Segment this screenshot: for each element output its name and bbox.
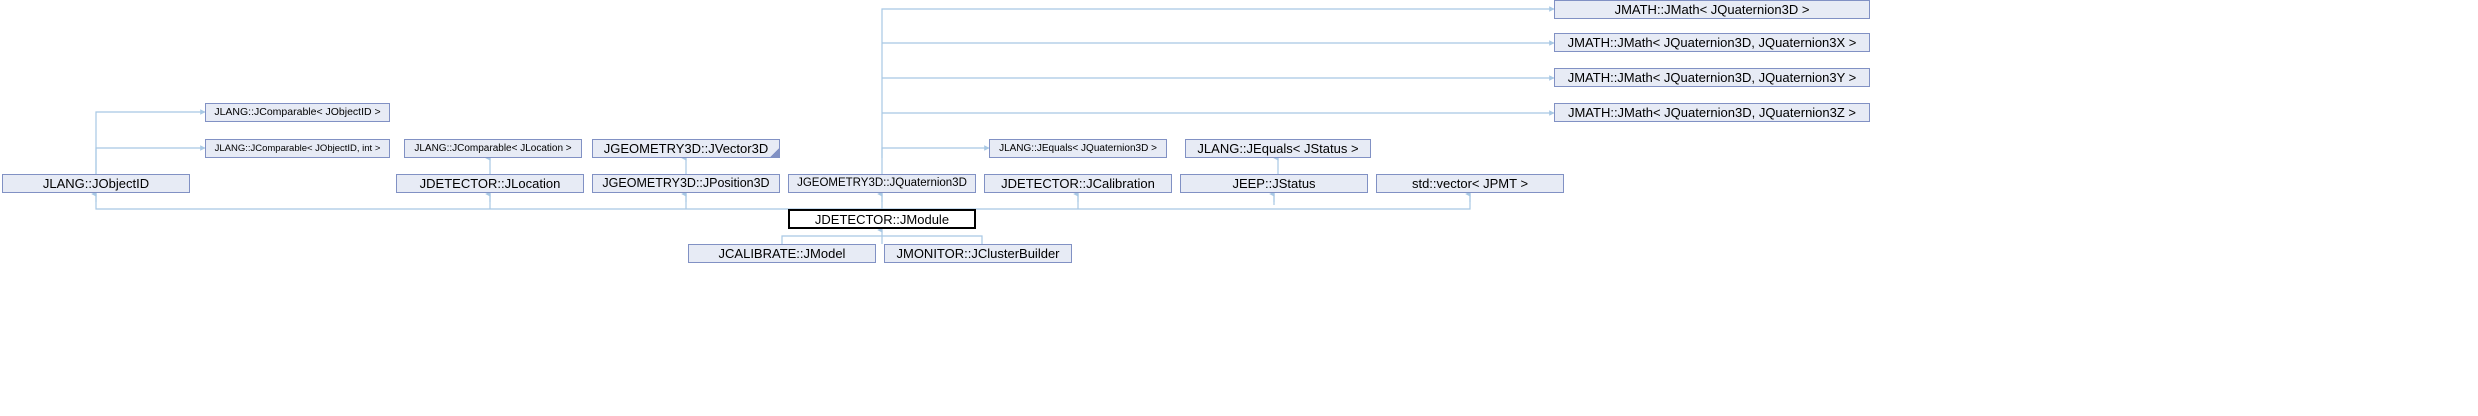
class-node-jvector3d[interactable]: JGEOMETRY3D::JVector3D [592,139,780,158]
class-node-label: JMATH::JMath< JQuaternion3D, JQuaternion… [1567,35,1857,50]
class-node-label: JDETECTOR::JCalibration [1001,176,1155,191]
class-node-label: JLANG::JEquals< JQuaternion3D > [999,142,1157,154]
class-node-label: JCALIBRATE::JModel [718,246,846,261]
class-node-jmath_q3d_q3x[interactable]: JMATH::JMath< JQuaternion3D, JQuaternion… [1554,33,1870,52]
class-node-label: JLANG::JComparable< JObjectID > [214,106,381,119]
class-node-jcomp_objid[interactable]: JLANG::JComparable< JObjectID > [205,103,390,122]
class-node-jclusterbuilder[interactable]: JMONITOR::JClusterBuilder [884,244,1072,263]
class-node-jmath_q3d_q3z[interactable]: JMATH::JMath< JQuaternion3D, JQuaternion… [1554,103,1870,122]
class-node-vector_jpmt[interactable]: std::vector< JPMT > [1376,174,1564,193]
class-node-jequals_q3d[interactable]: JLANG::JEquals< JQuaternion3D > [989,139,1167,158]
edge-jquaternion3d-to-jequals-quaternion3d [881,145,990,174]
class-node-jmath_q3d[interactable]: JMATH::JMath< JQuaternion3D > [1554,0,1870,19]
class-node-jcalibration[interactable]: JDETECTOR::JCalibration [984,174,1172,193]
class-node-jcomp_objid_int[interactable]: JLANG::JComparable< JObjectID, int > [205,139,390,158]
class-node-jcomp_loc[interactable]: JLANG::JComparable< JLocation > [404,139,582,158]
collapsed-node-corner-icon [770,148,779,157]
class-node-jquaternion3d[interactable]: JGEOMETRY3D::JQuaternion3D [788,174,976,193]
edge-jobjectid-to-jcomparable-objectid [95,109,206,174]
class-node-label: JMONITOR::JClusterBuilder [896,246,1060,261]
class-node-label: JLANG::JComparable< JObjectID, int > [214,142,381,154]
edge-jquaternion3d-to-jmath-quaternion3d [881,6,1555,158]
class-node-label: JLANG::JObjectID [42,176,150,191]
class-node-label: JLANG::JEquals< JStatus > [1197,141,1359,156]
class-node-jmodel[interactable]: JCALIBRATE::JModel [688,244,876,263]
edge-jmodule-to-children-bus [781,235,983,244]
edge-jobjectid-to-jcomparable-objectid-int [95,145,206,174]
class-node-label: JEEP::JStatus [1232,176,1316,191]
class-node-label: JGEOMETRY3D::JPosition3D [602,176,770,191]
class-node-jequals_jstatus[interactable]: JLANG::JEquals< JStatus > [1185,139,1371,158]
class-node-jobjectid[interactable]: JLANG::JObjectID [2,174,190,193]
class-node-label: JGEOMETRY3D::JQuaternion3D [797,176,967,189]
edge-bus-bases-to-jmodule [95,193,1471,210]
class-node-label: std::vector< JPMT > [1411,176,1529,191]
class-node-label: JMATH::JMath< JQuaternion3D > [1614,2,1810,17]
class-node-label: JDETECTOR::JModule [814,211,950,227]
class-node-label: JMATH::JMath< JQuaternion3D, JQuaternion… [1567,105,1857,120]
class-node-jmath_q3d_q3y[interactable]: JMATH::JMath< JQuaternion3D, JQuaternion… [1554,68,1870,87]
class-node-label: JLANG::JComparable< JLocation > [414,142,572,154]
class-node-label: JGEOMETRY3D::JVector3D [603,141,769,156]
class-node-jstatus[interactable]: JEEP::JStatus [1180,174,1368,193]
class-node-jlocation[interactable]: JDETECTOR::JLocation [396,174,584,193]
class-node-label: JMATH::JMath< JQuaternion3D, JQuaternion… [1567,70,1857,85]
class-node-jmodule[interactable]: JDETECTOR::JModule [788,209,976,229]
class-node-jposition3d[interactable]: JGEOMETRY3D::JPosition3D [592,174,780,193]
class-node-label: JDETECTOR::JLocation [419,176,561,191]
